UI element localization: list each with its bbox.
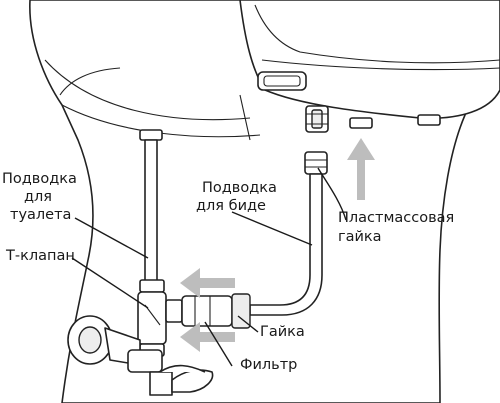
label-toilet-supply-line1: Подводка: [2, 171, 77, 187]
arrow-left-icon: [180, 322, 235, 352]
label-plastic-nut-line1: Пластмассовая: [338, 210, 454, 226]
bidet-seat-unit: [239, 0, 500, 141]
shutoff-valve: [67, 315, 214, 396]
label-nut: Гайка: [260, 324, 305, 340]
bidet-supply-hose: [249, 151, 328, 316]
label-filter: Фильтр: [240, 357, 297, 373]
seat-inlet-connector: [305, 105, 329, 133]
tee-valve-assembly: [137, 279, 251, 357]
label-toilet-supply-line2: для: [24, 189, 52, 205]
label-bidet-supply-line1: Подводка: [202, 180, 277, 196]
leader-lines: [71, 167, 347, 367]
label-plastic-nut-line2: гайка: [338, 229, 382, 245]
label-tee-valve: Т-клапан: [5, 248, 75, 264]
arrow-left-icon: [180, 268, 235, 298]
label-toilet-supply-line3: туалета: [10, 207, 71, 223]
label-bidet-supply-line2: для биде: [196, 198, 266, 214]
arrow-up-icon: [347, 138, 375, 200]
flow-arrows: [180, 138, 375, 352]
